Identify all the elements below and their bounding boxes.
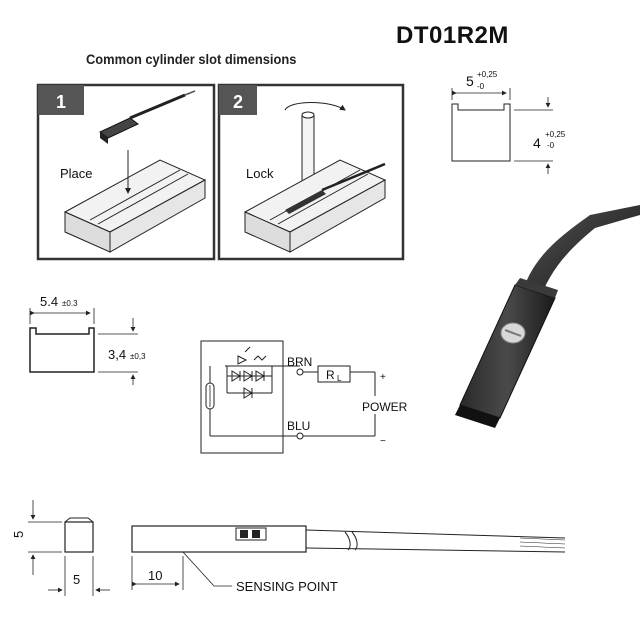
- sensor-cross-section: 5 5: [11, 500, 110, 596]
- slot-top-width-tol-lower: -0: [477, 82, 485, 91]
- load-resistor-label: R: [326, 368, 335, 382]
- sensing-point-label: SENSING POINT: [236, 579, 338, 594]
- sensor-side-view: 10 SENSING POINT: [131, 525, 566, 594]
- sensor-width-dim: 5: [73, 572, 80, 587]
- slot-left-width: 5.4: [40, 294, 58, 309]
- wire-blu-label: BLU: [287, 419, 310, 433]
- slot-left-depth-tol: ±0,3: [130, 352, 146, 361]
- wire-brn-label: BRN: [287, 355, 312, 369]
- sensor-height-dim: 5: [11, 531, 26, 538]
- slot-top-width-tol-upper: +0,25: [477, 70, 498, 79]
- slot-profile-top: 5 +0,25 -0 4 +0,25 -0: [451, 70, 566, 174]
- step-panel-lock: 2 Lock: [217, 83, 405, 261]
- slot-top-depth-tol-lower: -0: [547, 141, 555, 150]
- wiring-circuit: BRN BLU R L POWER + −: [200, 340, 408, 454]
- step-label-lock: Lock: [246, 166, 274, 181]
- step-label-place: Place: [60, 166, 93, 181]
- power-plus-label: +: [380, 372, 386, 383]
- sensing-offset-dim: 10: [148, 568, 162, 583]
- slot-left-depth: 3,4: [108, 347, 126, 362]
- slot-left-width-tol: ±0.3: [62, 299, 78, 308]
- sensor-photo: [455, 205, 640, 428]
- step-number-2: 2: [233, 92, 243, 112]
- slot-dimensions-heading: Common cylinder slot dimensions: [86, 51, 297, 67]
- power-minus-label: −: [380, 436, 386, 447]
- slot-top-depth: 4: [533, 135, 541, 151]
- load-resistor-subscript: L: [337, 374, 342, 383]
- step-panel-place: 1 Place: [36, 83, 216, 261]
- slot-top-depth-tol-upper: +0,25: [545, 130, 566, 139]
- model-title: DT01R2M: [396, 22, 509, 49]
- slot-top-width: 5: [466, 73, 474, 89]
- slot-profile-left: 5.4 ±0.3 3,4 ±0,3: [29, 294, 146, 385]
- power-label: POWER: [362, 400, 408, 414]
- step-number-1: 1: [56, 92, 66, 112]
